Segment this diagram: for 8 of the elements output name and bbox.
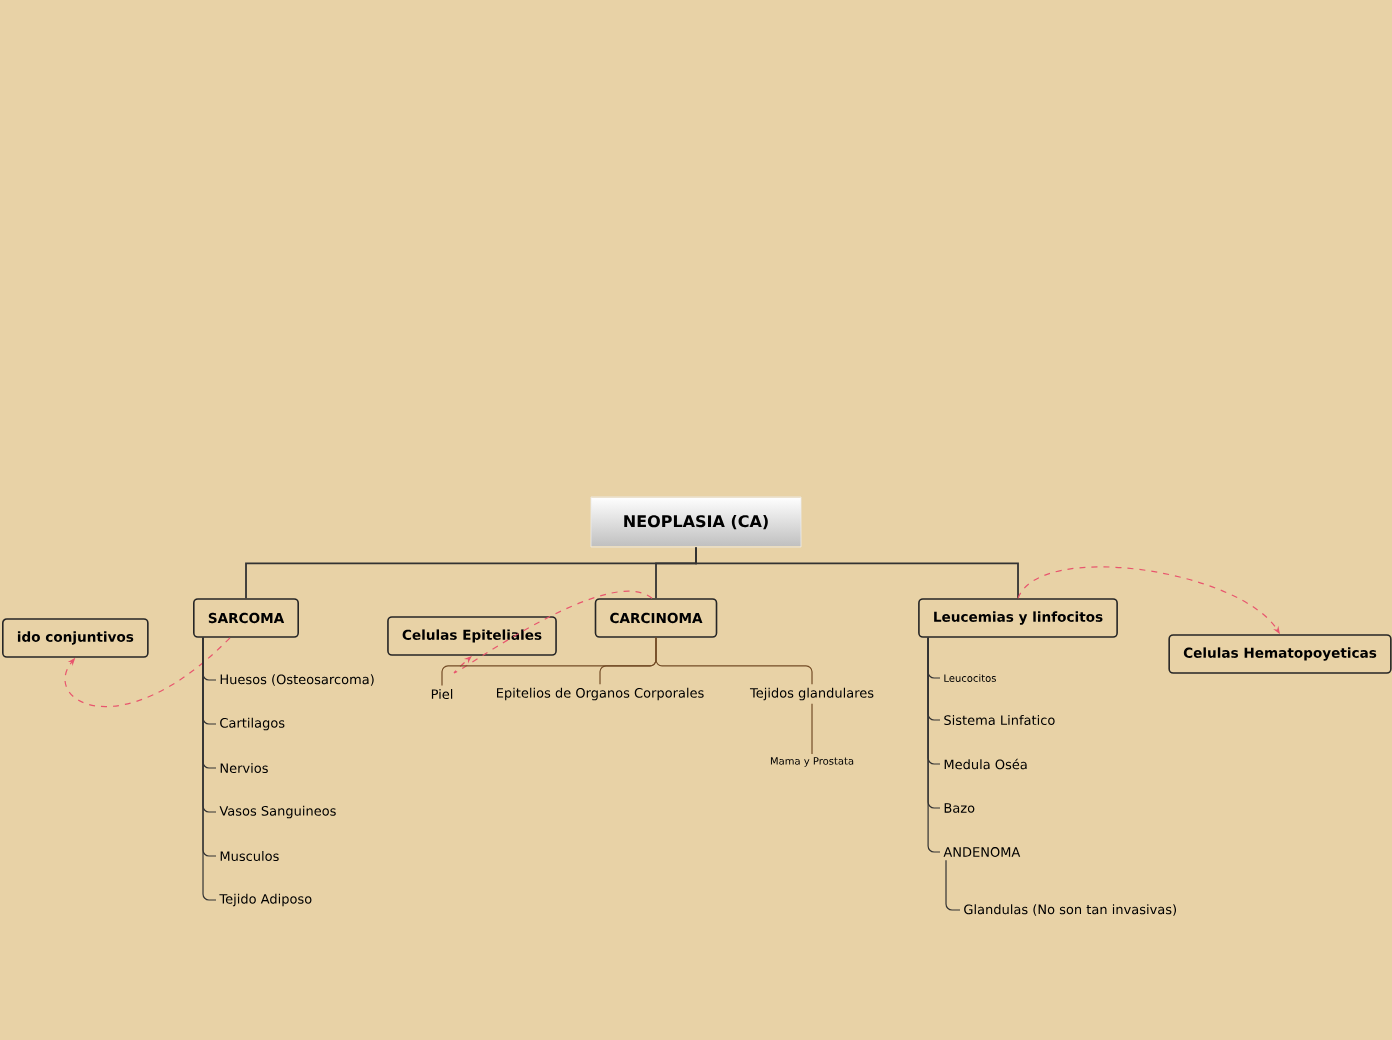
connector-line: [655, 637, 813, 685]
connector-line: [202, 637, 217, 901]
title-box: NEOPLASIA (CA): [590, 496, 802, 548]
dashed-arrow: [64, 637, 231, 707]
connector-line: [695, 546, 1019, 600]
connector-line: [811, 703, 813, 755]
dashed-arrow: [454, 591, 653, 674]
connector-line: [927, 637, 941, 853]
